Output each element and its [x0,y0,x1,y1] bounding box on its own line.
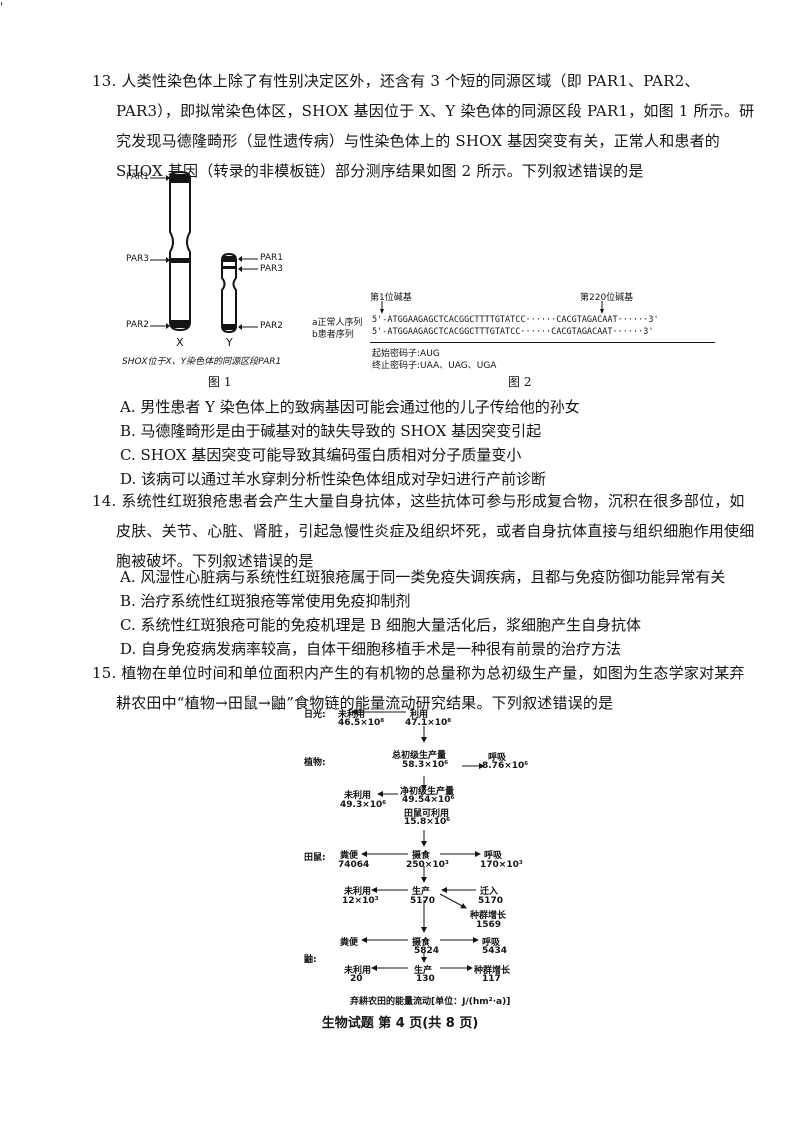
chromosome-diagram [150,170,258,334]
sun-unused-value: 46.5×10⁸ [338,718,385,728]
base-1-label: 第1位碱基 [370,293,412,303]
corner-mark: ' [0,0,4,14]
question-15-stem: 15. 植物在单位时间和单位面积内产生的有机物的总量称为总初级生产量，如图为生态… [92,664,745,712]
weasel-unused-value: 20 [350,974,363,984]
weasel-growth-label: 种群增长 [474,966,511,976]
vole-immigration-label: 迁入 [480,887,499,897]
vole-respiration-label: 呼吸 [484,851,503,861]
sequence-divider [370,342,715,343]
weasel-production-label: 生产 [414,966,433,976]
vole-intake-label: 摄食 [412,851,431,861]
seq-b-label: b患者序列 [312,330,354,340]
weasel-production-value: 130 [416,974,435,984]
vole-available-label: 田鼠可利用 [404,809,450,819]
weasel-label: 鼬: [304,955,317,965]
q14-option-d: D. 自身免疫病发病率较高，自体干细胞移植手术是一种很有前景的治疗方法 [120,640,622,658]
npp-value: 49.54×10⁶ [402,795,455,805]
vole-respiration-value: 170×10³ [480,860,523,870]
weasel-feces-label: 粪便 [340,938,359,948]
sun-used-label: 利用 [410,710,429,720]
vole-feces-value: 74064 [338,860,370,870]
base-220-label: 第220位碱基 [580,293,634,303]
q13-option-c: C. SHOX 基因突变可能导致其编码蛋白质相对分子质量变小 [120,446,522,464]
gpp-value: 58.3×10⁶ [402,760,449,770]
weasel-intake-value: 5824 [414,946,440,956]
seq-b: 5'-ATGGAAGAGCTCACGGCTTTGTATCC······CACGT… [372,327,654,337]
vole-feces-label: 粪便 [340,851,359,861]
plant-label: 植物: [304,758,326,768]
vole-immigration-value: 5170 [478,896,504,906]
q13-option-a: A. 男性患者 Y 染色体上的致病基因可能会通过他的儿子传给他的孙女 [120,398,580,416]
y-par3-label: PAR3 [260,264,283,274]
vole-available-value: 15.8×10⁶ [404,817,451,827]
figure-2-caption: 图 2 [508,375,532,389]
y-par1-label: PAR1 [260,253,283,263]
weasel-unused-label: 未利用 [344,966,372,976]
q13-option-d: D. 该病可以通过羊水穿刺分析性染色体组成对孕妇进行产前诊断 [120,470,547,488]
vole-production-label: 生产 [412,887,431,897]
gpp-label: 总初级生产量 [392,751,447,761]
weasel-respiration-value: 5434 [482,946,508,956]
vole-label: 田鼠: [304,853,326,863]
x-par1-label: PAR1 [126,172,149,182]
sun-unused-label: 未利用 [338,710,366,720]
npp-label: 净初级生产量 [400,787,455,797]
weasel-respiration-label: 呼吸 [482,938,501,948]
seq-a-label: a正常人序列 [312,318,363,328]
weasel-intake-label: 摄食 [412,938,431,948]
sunlight-label: 日光: [304,710,326,720]
q14-option-a: A. 风湿性心脏病与系统性红斑狼疮属于同一类免疫失调疾病，且都与免疫防御功能异常… [120,568,726,586]
question-14-stem: 14. 系统性红斑狼疮患者会产生大量自身抗体，这些抗体可参与形成复合物，沉积在很… [92,492,755,570]
base-pointer-arrows [380,301,604,314]
q13-option-b: B. 马德隆畸形是由于碱基对的缺失导致的 SHOX 基因突变引起 [120,422,542,440]
y-par2-label: PAR2 [260,321,283,331]
x-chromosome-label: X [176,336,184,349]
page-footer: 生物试题 第 4 页(共 8 页) [321,1016,479,1031]
vole-production-value: 5170 [410,896,436,906]
plant-unused-value: 49.3×10⁶ [340,800,387,810]
figure-1-caption: 图 1 [208,375,232,389]
plant-respiration-value: 8.76×10⁶ [482,761,529,771]
plant-unused-label: 未利用 [344,791,372,801]
vole-unused-label: 未利用 [344,887,372,897]
y-chromosome-label: Y [226,336,233,349]
vole-unused-value: 12×10³ [342,896,379,906]
vole-growth-value: 1569 [476,920,502,930]
vole-intake-value: 250×10³ [406,860,449,870]
question-13-stem: 13. 人类性染色体上除了有性别决定区外，还含有 3 个短的同源区域（即 PAR… [92,72,755,180]
energy-flow-caption: 弃耕农田的能量流动[单位：J/(hm²·a)] [350,997,511,1007]
x-par2-label: PAR2 [126,320,149,330]
stop-codons: 终止密码子:UAA、UAG、UGA [372,361,497,371]
seq-a: 5'-ATGGAAGAGCTCACGGCTTTTGTATCC······CACG… [372,315,659,325]
q14-option-c: C. 系统性红斑狼疮可能的免疫机理是 B 细胞大量活化后，浆细胞产生自身抗体 [120,616,642,634]
sun-used-value: 47.1×10⁸ [405,718,452,728]
energy-flow-diagram [351,709,485,971]
x-par3-label: PAR3 [126,254,149,264]
vole-growth-label: 种群增长 [470,911,507,921]
q14-option-b: B. 治疗系统性红斑狼疮等常使用免疫抑制剂 [120,592,411,610]
figure-1-note: SHOX位于X、Y染色体的同源区段PAR1 [122,357,282,367]
plant-respiration-label: 呼吸 [488,753,507,763]
start-codon: 起始密码子:AUG [372,349,440,359]
weasel-growth-value: 117 [482,974,501,984]
